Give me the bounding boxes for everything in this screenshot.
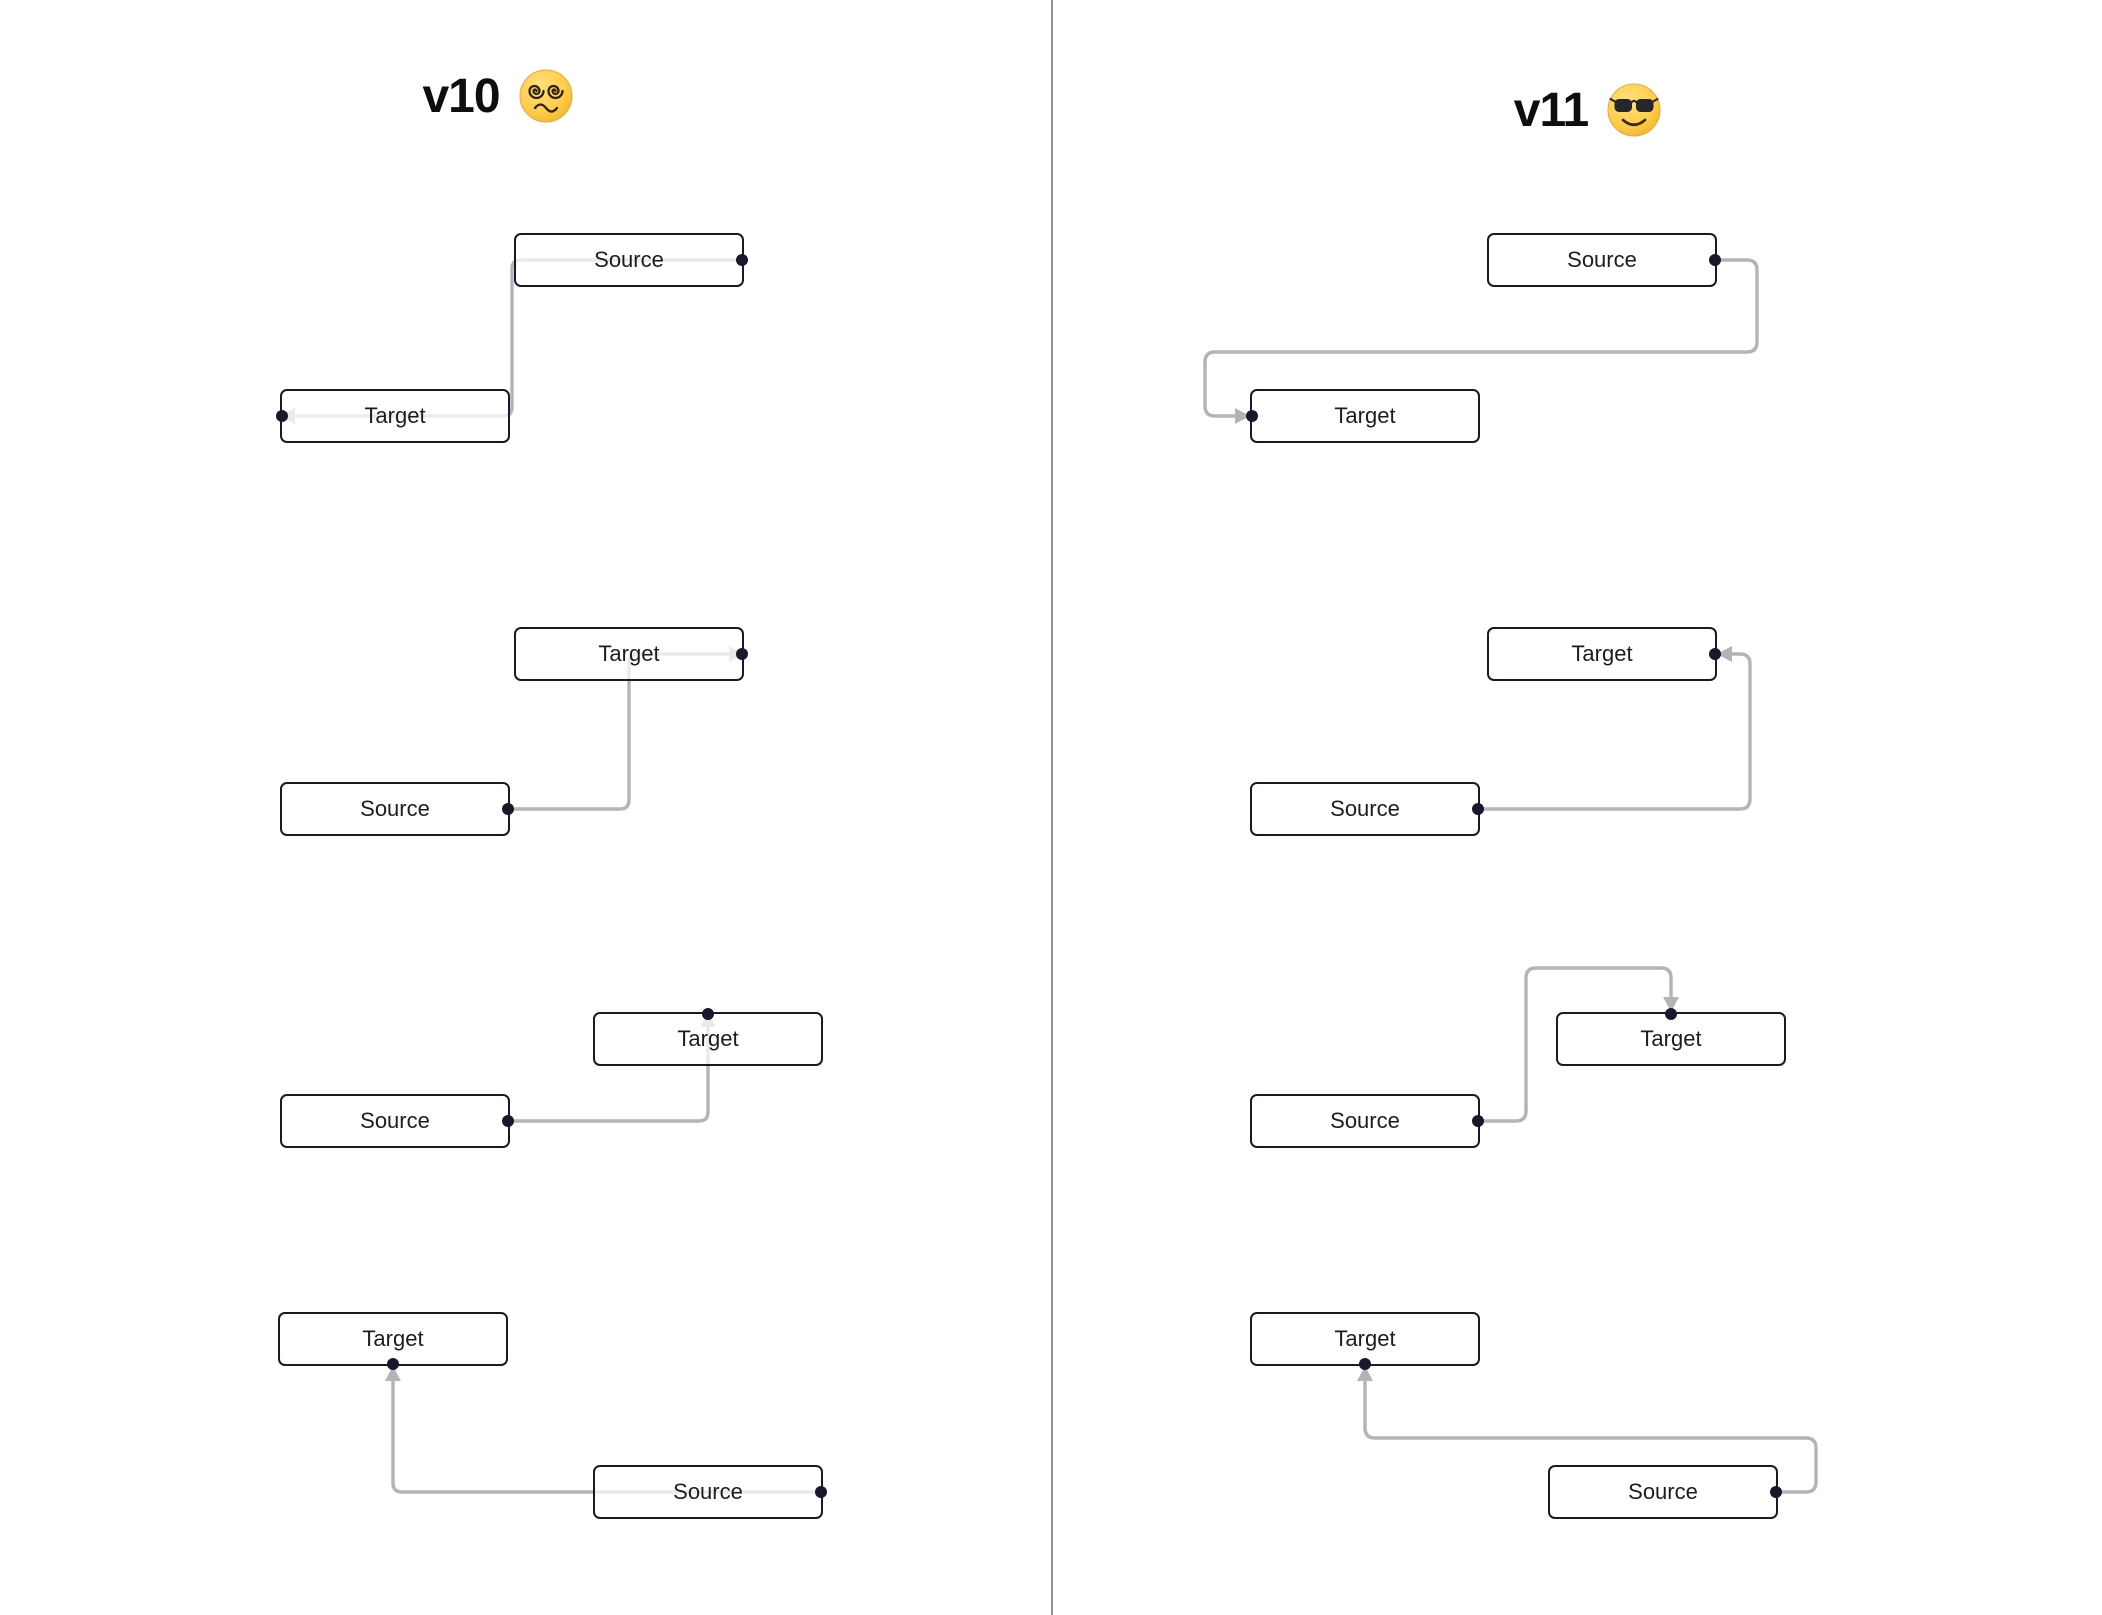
flow-node-target[interactable]: Target [1246, 389, 1480, 443]
connection-handle-right[interactable] [1709, 254, 1721, 266]
flow-node-source[interactable]: Source [1487, 233, 1721, 287]
flow-node-source[interactable]: Source [280, 782, 514, 836]
flow-node-source[interactable]: Source [1548, 1465, 1782, 1519]
connection-handle-left[interactable] [1246, 410, 1258, 422]
edge-arrowhead-icon [1357, 1366, 1373, 1381]
node-label: Target [677, 1026, 739, 1051]
node-label: Source [1330, 1108, 1400, 1133]
node-label: Source [360, 796, 430, 821]
node-label: Source [1567, 247, 1637, 272]
connection-handle-right[interactable] [502, 1115, 514, 1127]
flow-node-target[interactable]: Target [593, 1008, 823, 1066]
connection-edge[interactable] [510, 1012, 710, 1123]
node-label: Target [598, 641, 660, 666]
connection-handle-left[interactable] [276, 410, 288, 422]
connection-handle-right[interactable] [1472, 1115, 1484, 1127]
connection-edge[interactable] [1363, 1366, 1818, 1494]
connection-handle-right[interactable] [1770, 1486, 1782, 1498]
node-label: Source [360, 1108, 430, 1133]
node-label: Target [1640, 1026, 1702, 1051]
flow-node-target[interactable]: Target [276, 389, 510, 443]
column-divider [1051, 0, 1053, 1615]
node-label: Target [362, 1326, 424, 1351]
column-title-v10: v10 [0, 68, 1024, 124]
connection-handle-right[interactable] [736, 254, 748, 266]
node-label: Source [673, 1479, 743, 1504]
dizzy-face-emoji [518, 68, 574, 124]
connection-handle-right[interactable] [736, 648, 748, 660]
connection-handle-right[interactable] [1472, 803, 1484, 815]
column-title-v11: v11 [1063, 82, 2102, 138]
node-label: Target [1334, 1326, 1396, 1351]
flow-node-target[interactable]: Target [278, 1312, 508, 1370]
node-label: Source [1628, 1479, 1698, 1504]
connection-handle-top[interactable] [702, 1008, 714, 1020]
connection-handle-right[interactable] [502, 803, 514, 815]
sunglasses-face-emoji [1606, 82, 1662, 138]
flow-node-source[interactable]: Source [1250, 782, 1484, 836]
connection-edge[interactable] [391, 1366, 823, 1494]
flow-node-source[interactable]: Source [1250, 1094, 1484, 1148]
flow-node-target[interactable]: Target [1487, 627, 1721, 681]
node-label: Source [594, 247, 664, 272]
node-label: Target [1334, 403, 1396, 428]
flow-node-source[interactable]: Source [280, 1094, 514, 1148]
version-title-text: v10 [422, 69, 500, 123]
edge-arrowhead-icon [1663, 997, 1679, 1012]
flow-node-target[interactable]: Target [1556, 1008, 1786, 1066]
connection-handle-right[interactable] [1709, 648, 1721, 660]
connection-handle-bottom[interactable] [387, 1358, 399, 1370]
edge-arrowhead-icon [1717, 646, 1732, 662]
node-label: Source [1330, 796, 1400, 821]
flow-node-target[interactable]: Target [514, 627, 748, 681]
flow-node-source[interactable]: Source [593, 1465, 827, 1519]
connection-handle-bottom[interactable] [1359, 1358, 1371, 1370]
node-label: Target [364, 403, 426, 428]
flow-node-target[interactable]: Target [1250, 1312, 1480, 1370]
connection-edge[interactable] [1480, 652, 1752, 811]
version-title-text: v11 [1513, 83, 1589, 137]
flow-node-source[interactable]: Source [514, 233, 748, 287]
connection-edge[interactable] [1480, 966, 1673, 1123]
edge-arrowhead-icon [385, 1366, 401, 1381]
connection-handle-top[interactable] [1665, 1008, 1677, 1020]
edge-arrowhead-icon [1235, 408, 1250, 424]
node-label: Target [1571, 641, 1633, 666]
connection-handle-right[interactable] [815, 1486, 827, 1498]
connection-edge[interactable] [1203, 258, 1759, 418]
